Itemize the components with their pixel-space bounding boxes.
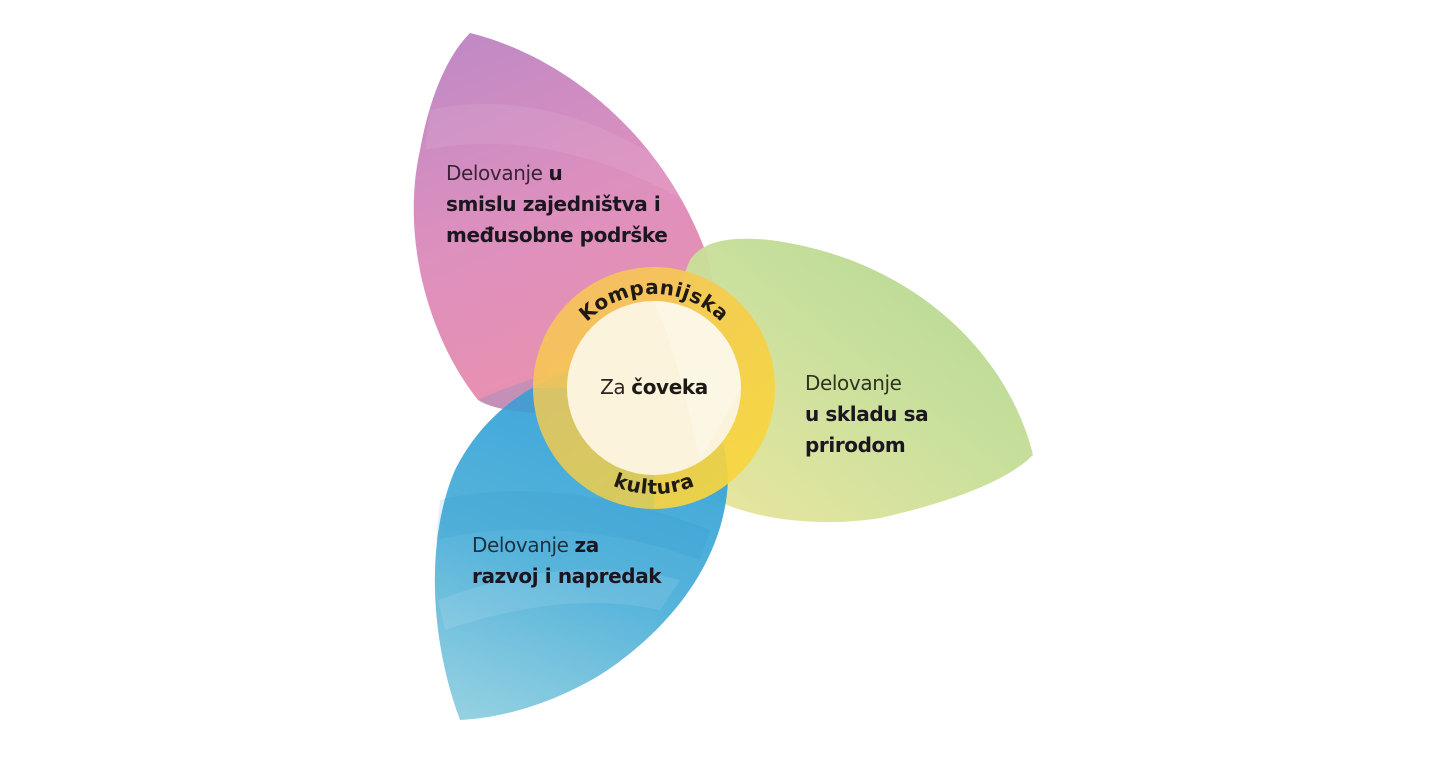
- center-prefix: Za: [600, 375, 626, 399]
- blue-prefix: Delovanje: [472, 533, 569, 557]
- petal-label-blue: Delovanje za razvoj i napredak: [472, 530, 662, 592]
- green-bold-2: prirodom: [805, 433, 906, 457]
- green-prefix: Delovanje: [805, 371, 902, 395]
- ring-lower-tint: [533, 388, 654, 509]
- core-sheen: [654, 301, 741, 460]
- petal-label-green: Delovanje u skladu sa prirodom: [805, 368, 929, 461]
- center-bold: čoveka: [631, 375, 708, 399]
- petal-label-pink: Delovanje u smislu zajedništva i međusob…: [446, 158, 668, 251]
- pink-bold-2: smislu zajedništva i: [446, 192, 661, 216]
- pink-sheen: [425, 103, 700, 210]
- pink-bold-3: međusobne podrške: [446, 223, 668, 247]
- center-label: Za čoveka: [567, 375, 741, 399]
- pink-bold-1: u: [548, 161, 563, 185]
- blue-bold-2: razvoj i napredak: [472, 564, 662, 588]
- petal-green: [668, 238, 1033, 523]
- pink-prefix: Delovanje: [446, 161, 543, 185]
- core-circle: [567, 301, 741, 475]
- green-bold-1: u skladu sa: [805, 402, 929, 426]
- blue-sheen: [438, 569, 680, 630]
- blue-bold-inline: za: [574, 533, 600, 557]
